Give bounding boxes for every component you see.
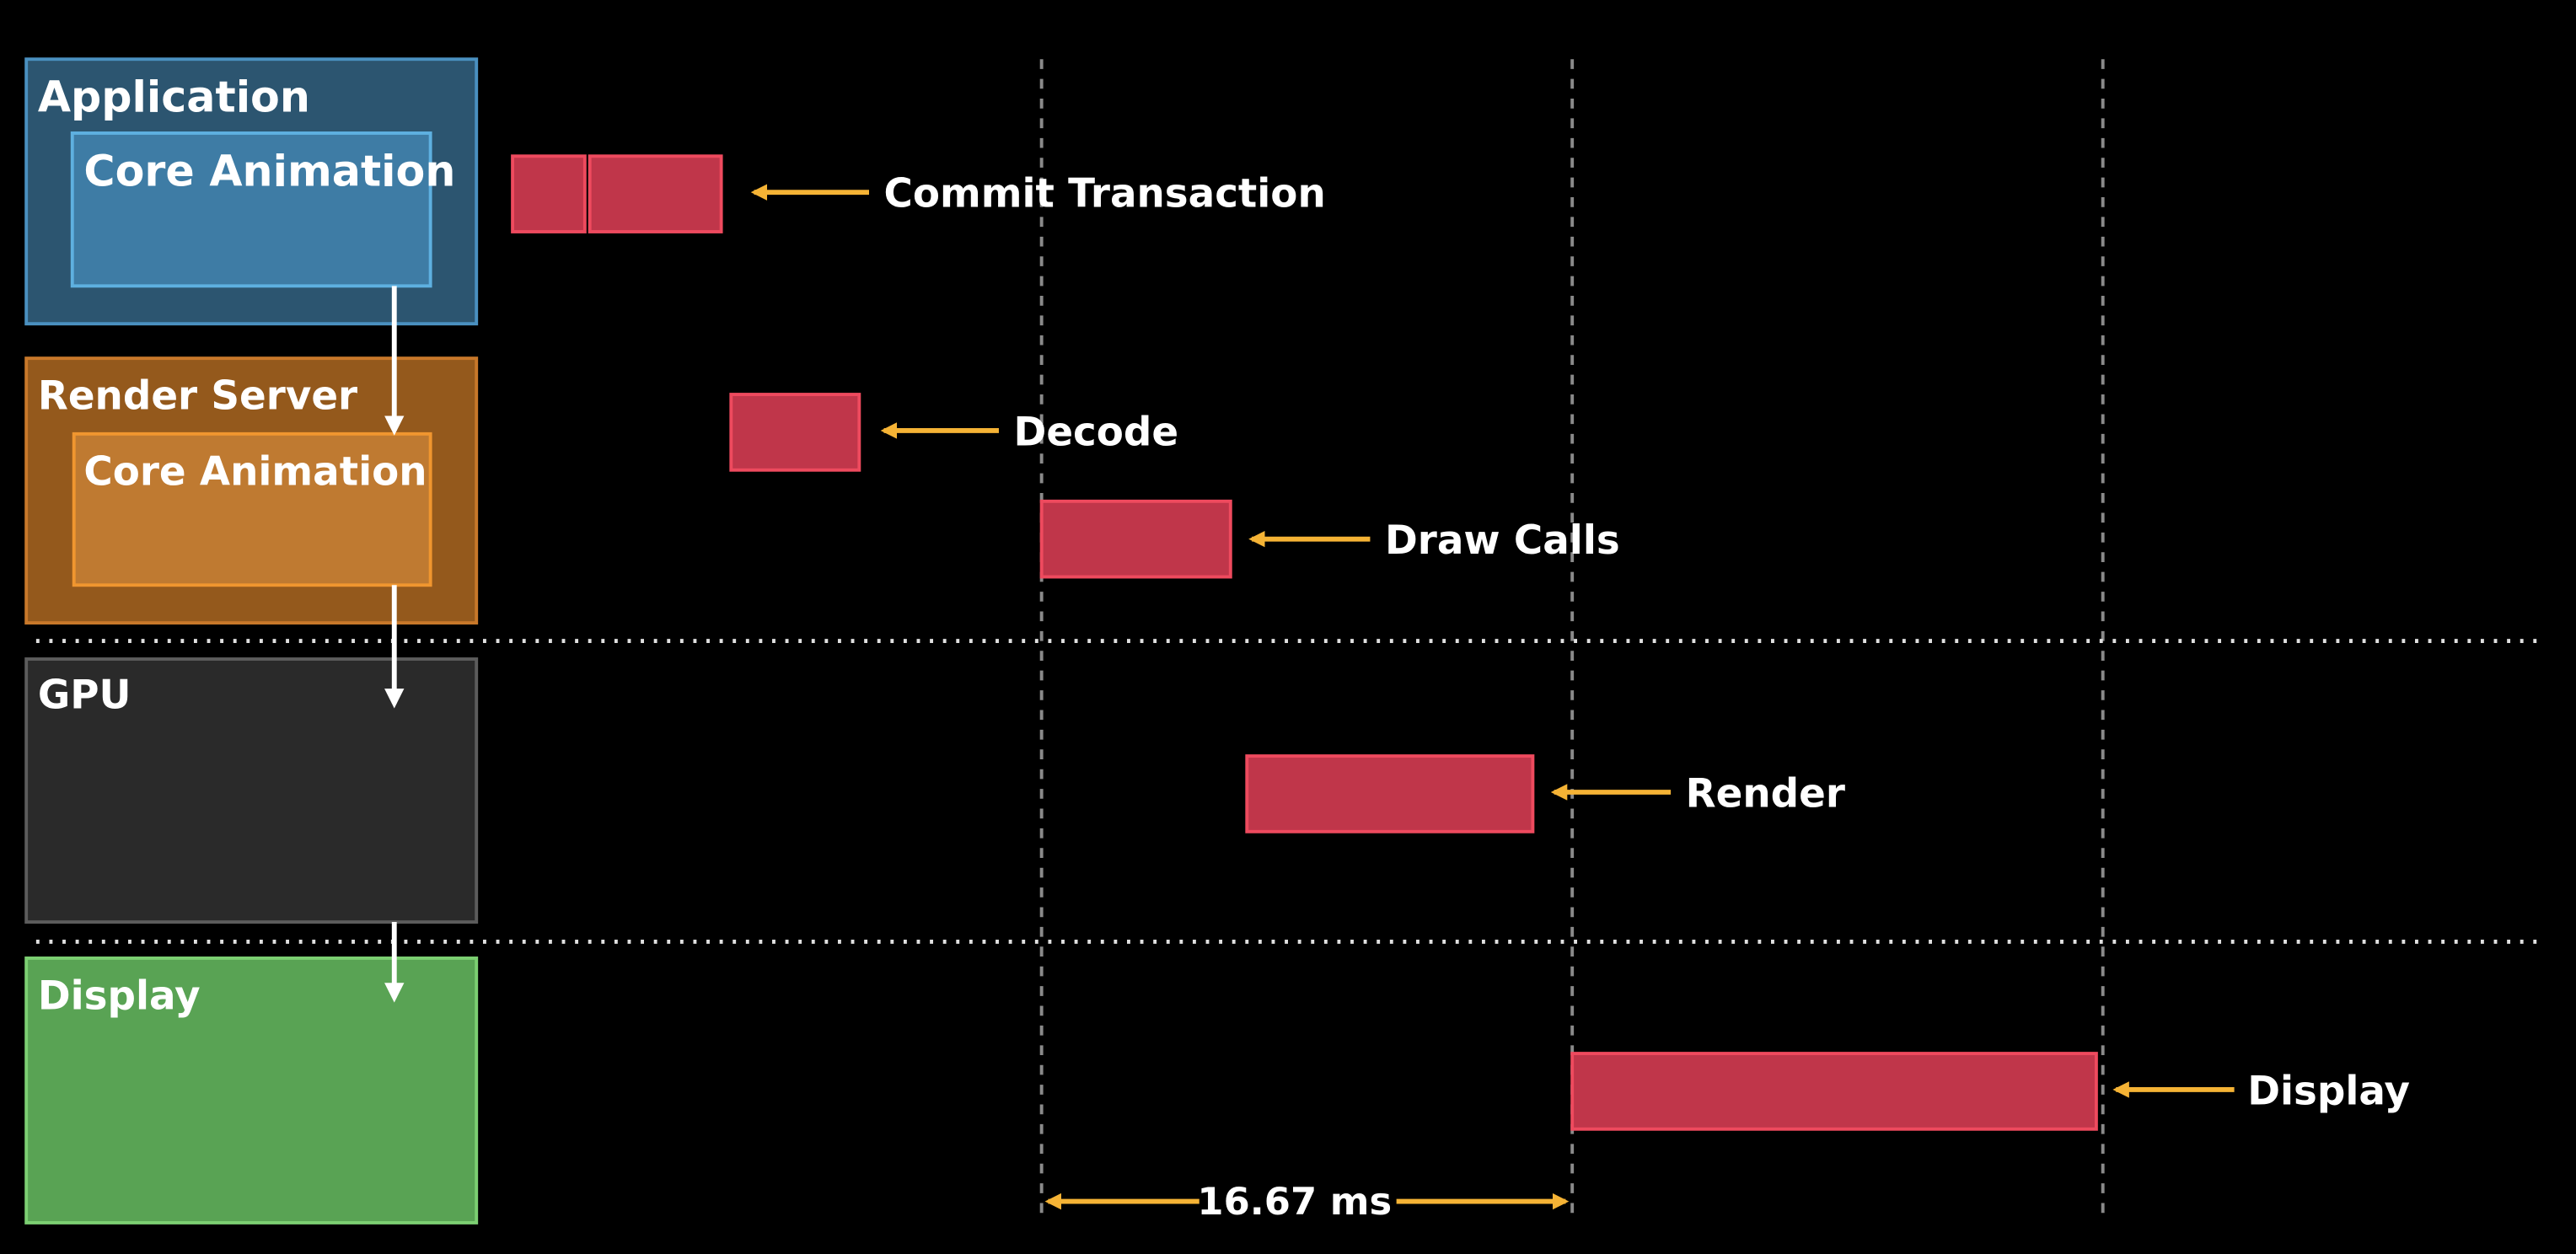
render-server-core-animation-label: Core Animation [83,449,427,495]
draw-calls-label: Draw Calls [1385,518,1620,564]
application-core-animation-box [70,131,432,288]
application-core-animation-label: Core Animation [83,146,455,196]
display-stage-label: Display [2247,1069,2410,1115]
decode-bar [729,393,861,472]
render-bar [1245,754,1535,833]
commit-transaction-bar [588,154,723,233]
commit-transaction-label: Commit Transaction [884,172,1326,217]
render-label: Render [1686,772,1845,817]
gpu-label: GPU [38,673,131,719]
display-layer-label: Display [38,973,201,1019]
application-layer: Application Core Animation [24,57,479,326]
decode-label: Decode [1014,410,1179,455]
draw-calls-bar [1039,499,1232,579]
render-server-label: Render Server [38,374,357,420]
commit-transaction-bar [511,154,587,233]
display-layer: Display [24,957,479,1225]
gpu-layer: GPU [24,657,479,924]
render-server-layer: Render Server Core Animation [24,356,479,625]
frame-interval-label: 16.67 ms [1197,1179,1392,1224]
render-server-core-animation-box [72,431,432,587]
application-label: Application [38,72,310,122]
display-bar [1570,1052,2098,1131]
